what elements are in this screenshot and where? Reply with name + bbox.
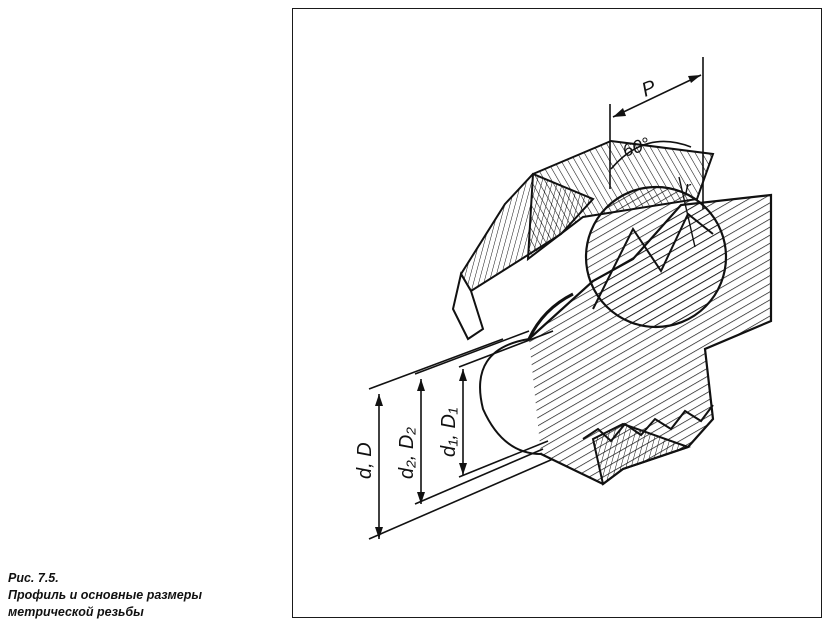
diameter-arrows: [375, 369, 467, 539]
pitch-dimension: [609, 57, 704, 209]
major-diameter-label: d, D: [354, 442, 376, 479]
minor-diameter-label: d₁, D₁: [438, 408, 460, 457]
caption-line-2: метрической резьбы: [8, 605, 144, 619]
radius-label: r: [685, 178, 692, 197]
pitch-diameter-label: d₂, D₂: [396, 427, 418, 479]
diameter-dimensions: [368, 330, 554, 540]
pitch-label: P: [639, 76, 660, 102]
caption-line-1: Профиль и основные размеры: [8, 588, 203, 602]
figure-frame: P 60° r d, D d₂, D₂ d₁, D₁: [292, 8, 822, 618]
figure-caption: Рис. 7.5. Профиль и основные размеры мет…: [8, 570, 288, 621]
angle-arc: [610, 140, 692, 170]
pitch-arrows: [613, 75, 701, 117]
caption-number: Рис. 7.5.: [8, 571, 59, 585]
radius-leader: [678, 176, 696, 248]
thread-illustration: P 60° r d, D d₂, D₂ d₁, D₁: [354, 57, 773, 540]
profile-detail-circle: [584, 185, 728, 329]
